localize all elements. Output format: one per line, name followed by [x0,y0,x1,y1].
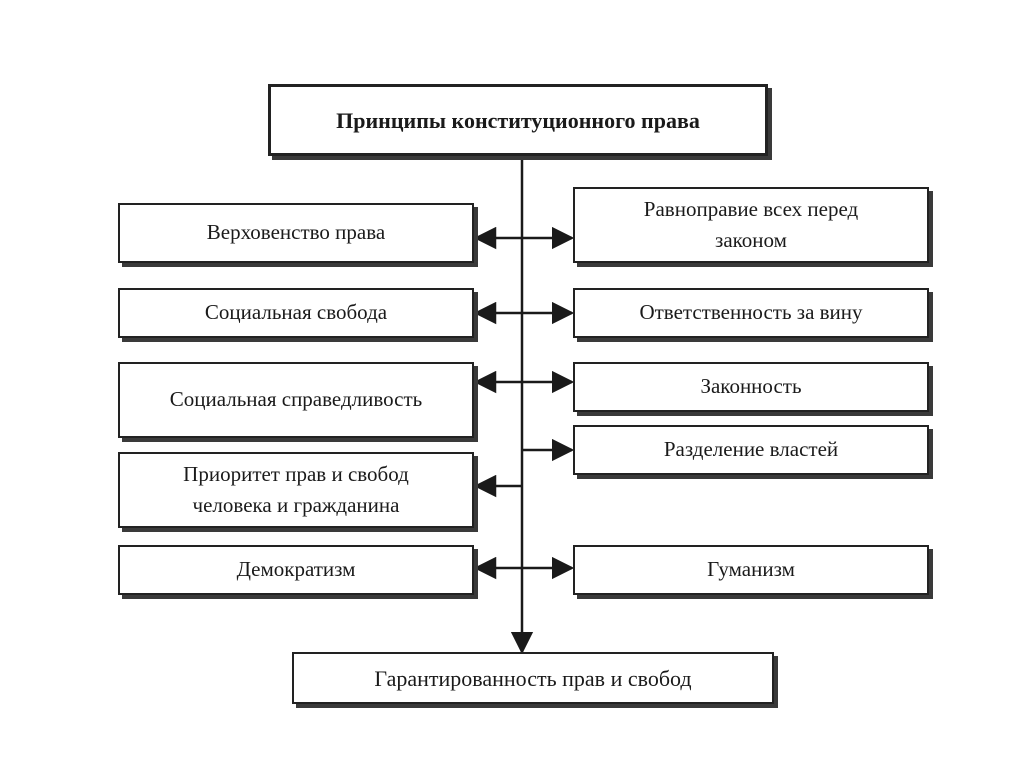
left-box-1: Верховенство права [118,203,474,263]
left-box-1-text: Верховенство права [206,220,386,245]
right-box-4-text: Разделение властей [663,437,839,462]
right-box-3: Законность [573,362,929,412]
right-box-1-text: Равноправие всех перед законом [643,196,859,253]
right-box-1: Равноправие всех перед законом [573,187,929,263]
left-box-2: Социальная свобода [118,288,474,338]
footer-text: Гарантированность прав и свобод [374,665,692,691]
left-box-5: Демократизм [118,545,474,595]
right-box-5-text: Гуманизм [707,557,795,582]
left-box-3-text: Социальная справедливость [169,387,423,412]
left-box-4-text: Приоритет прав и свобод человека и гражд… [183,461,409,518]
left-box-4: Приоритет прав и свобод человека и гражд… [118,452,474,528]
left-box-3: Социальная справедливость [118,362,474,438]
title-box: Принципы конституционного права [268,84,768,156]
left-box-2-text: Социальная свобода [204,300,388,325]
right-box-2-text: Ответственность за вину [639,300,863,325]
right-box-3-text: Законность [700,374,802,399]
right-box-5: Гуманизм [573,545,929,595]
title-text: Принципы конституционного права [336,107,700,133]
right-box-2: Ответственность за вину [573,288,929,338]
left-box-5-text: Демократизм [236,557,356,582]
right-box-4: Разделение властей [573,425,929,475]
footer-box: Гарантированность прав и свобод [292,652,774,704]
